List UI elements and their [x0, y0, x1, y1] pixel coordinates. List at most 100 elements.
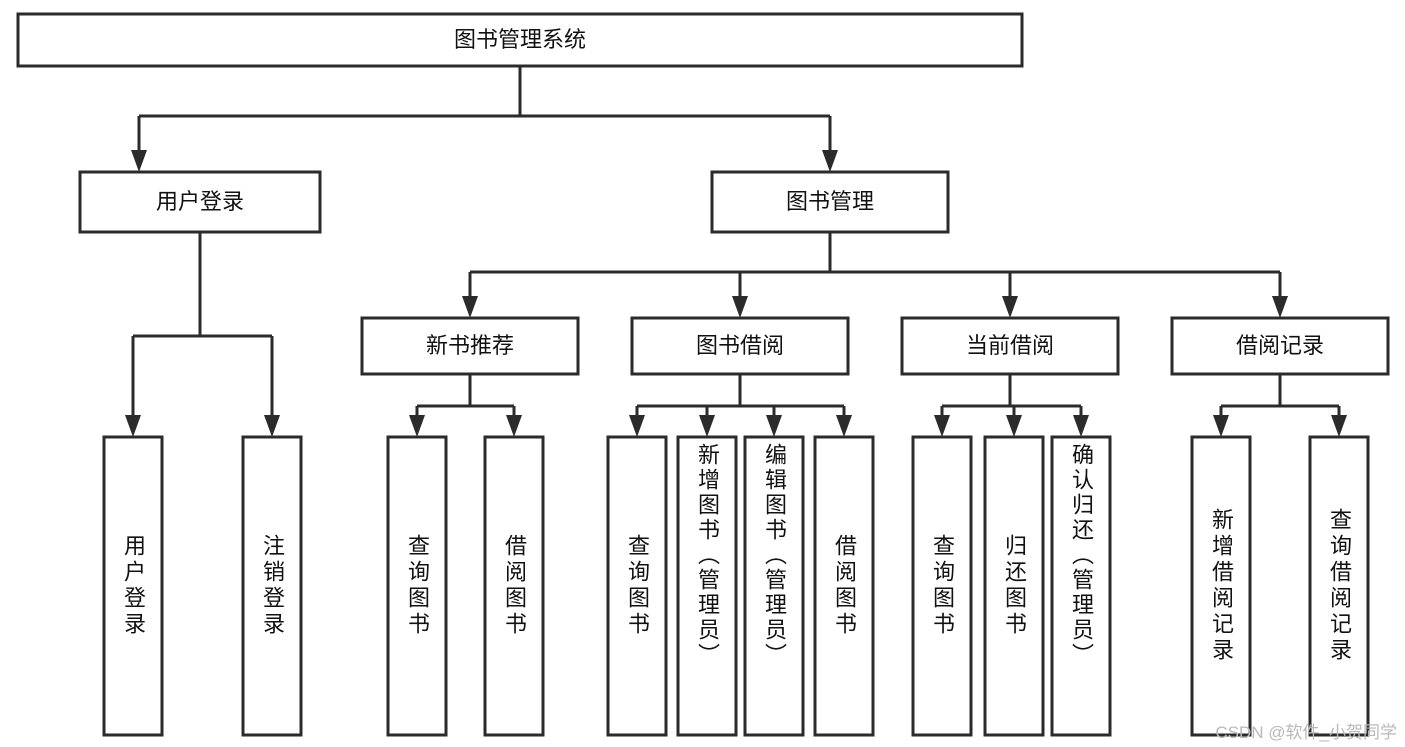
node-book-manage-box[interactable] [710, 170, 950, 234]
arrow-head-leaf-query-book-1 [409, 415, 425, 437]
node-leaf-borrow-book-1-box[interactable] [483, 435, 545, 737]
arrow-head-leaf-borrow-book-2 [836, 415, 852, 437]
arrow-head-leaf-query-book-2 [629, 415, 645, 437]
leaf-label-edit-book: 编辑图书（管理员） [762, 443, 787, 668]
edge-group-bookborrow-children [629, 374, 852, 437]
leaf-label-add-book-wrap: 新增图书（管理员） [678, 443, 736, 729]
leaf-label-borrow-book-2-wrap: 借阅图书 [815, 437, 873, 735]
node-book-manage[interactable]: 图书管理 [710, 170, 950, 234]
edge-group-currentborrow-children [934, 374, 1089, 437]
node-book-borrow[interactable]: 图书借阅 [630, 316, 850, 376]
node-leaf-user-login[interactable] [102, 435, 164, 737]
node-leaf-return-book-box[interactable] [983, 435, 1045, 737]
leaf-label-borrow-book-2: 借阅图书 [832, 534, 857, 638]
leaf-label-user-login-wrap: 用户登录 [104, 437, 162, 735]
node-root-box[interactable] [16, 12, 1024, 68]
leaf-label-return-book: 归还图书 [1002, 534, 1027, 638]
edge-group-borrowrecord-children [1213, 374, 1347, 437]
node-leaf-edit-book[interactable] [743, 435, 805, 737]
node-new-book-recommend-box[interactable] [360, 316, 580, 376]
leaf-label-add-record: 新增借阅记录 [1209, 508, 1234, 664]
arrow-head-book-borrow [732, 296, 748, 318]
node-new-book-recommend-label: 新书推荐 [426, 333, 514, 358]
leaf-label-return-book-wrap: 归还图书 [985, 437, 1043, 735]
node-leaf-add-book-box[interactable] [676, 435, 738, 737]
node-leaf-query-book-2-box[interactable] [606, 435, 668, 737]
node-leaf-query-book-2[interactable] [606, 435, 668, 737]
arrow-head-user-login [131, 150, 147, 172]
node-leaf-borrow-book-1[interactable] [483, 435, 545, 737]
node-user-login-label: 用户登录 [156, 189, 244, 214]
leaf-label-query-book-2: 查询图书 [625, 534, 650, 638]
node-root-label: 图书管理系统 [454, 27, 586, 52]
node-book-borrow-label: 图书借阅 [696, 333, 784, 358]
leaf-label-logout: 注销登录 [260, 534, 285, 638]
node-new-book-recommend[interactable]: 新书推荐 [360, 316, 580, 376]
leaf-label-confirm-return-wrap: 确认归还（管理员） [1052, 443, 1110, 729]
leaf-label-borrow-book-1-wrap: 借阅图书 [485, 437, 543, 735]
node-leaf-confirm-return-box[interactable] [1050, 435, 1112, 737]
node-current-borrow-label: 当前借阅 [966, 333, 1054, 358]
edge-group-root-to-level2 [131, 66, 838, 172]
arrow-head-leaf-edit-book [766, 415, 782, 437]
leaf-label-query-record: 查询借阅记录 [1327, 508, 1352, 664]
leaf-label-add-book: 新增图书（管理员） [695, 443, 720, 668]
node-leaf-edit-book-box[interactable] [743, 435, 805, 737]
node-leaf-logout[interactable] [241, 435, 303, 737]
arrow-head-leaf-add-book [699, 415, 715, 437]
arrow-head-borrow-record [1272, 296, 1288, 318]
leaf-label-query-book-1: 查询图书 [405, 534, 430, 638]
leaf-label-user-login: 用户登录 [121, 534, 146, 638]
node-user-login[interactable]: 用户登录 [78, 170, 322, 234]
leaf-label-edit-book-wrap: 编辑图书（管理员） [745, 443, 803, 729]
leaf-label-logout-wrap: 注销登录 [243, 437, 301, 735]
node-current-borrow[interactable]: 当前借阅 [900, 316, 1120, 376]
node-leaf-logout-box[interactable] [241, 435, 303, 737]
node-root[interactable]: 图书管理系统 [16, 12, 1024, 68]
arrow-head-leaf-confirm-return [1073, 415, 1089, 437]
node-user-login-box[interactable] [78, 170, 322, 234]
node-borrow-record[interactable]: 借阅记录 [1170, 316, 1390, 376]
arrow-head-leaf-logout [264, 415, 280, 437]
leaf-label-query-book-3: 查询图书 [930, 534, 955, 638]
edge-group-bookmanage-children [462, 232, 1288, 318]
node-book-borrow-box[interactable] [630, 316, 850, 376]
node-borrow-record-box[interactable] [1170, 316, 1390, 376]
arrow-head-new-book-rec [462, 296, 478, 318]
node-leaf-query-book-3[interactable] [911, 435, 973, 737]
node-leaf-user-login-box[interactable] [102, 435, 164, 737]
node-current-borrow-box[interactable] [900, 316, 1120, 376]
edge-group-newbook-children [409, 374, 522, 437]
leaf-label-query-book-3-wrap: 查询图书 [913, 437, 971, 735]
leaf-label-borrow-book-1: 借阅图书 [502, 534, 527, 638]
node-leaf-borrow-book-2[interactable] [813, 435, 875, 737]
node-leaf-query-book-3-box[interactable] [911, 435, 973, 737]
leaf-label-query-record-wrap: 查询借阅记录 [1310, 437, 1368, 735]
node-leaf-query-book-1-box[interactable] [386, 435, 448, 737]
node-leaf-confirm-return[interactable] [1050, 435, 1112, 737]
node-leaf-query-book-1[interactable] [386, 435, 448, 737]
edge-group-userlogin-children [125, 232, 280, 437]
leaf-label-add-record-wrap: 新增借阅记录 [1192, 437, 1250, 735]
node-leaf-add-record-box[interactable] [1190, 435, 1252, 737]
node-book-manage-label: 图书管理 [786, 189, 874, 214]
arrow-head-leaf-return-book [1006, 415, 1022, 437]
leaf-label-query-book-1-wrap: 查询图书 [388, 437, 446, 735]
arrow-head-leaf-add-record [1213, 415, 1229, 437]
node-borrow-record-label: 借阅记录 [1236, 333, 1324, 358]
node-leaf-add-record[interactable] [1190, 435, 1252, 737]
node-leaf-borrow-book-2-box[interactable] [813, 435, 875, 737]
leaf-label-query-book-2-wrap: 查询图书 [608, 437, 666, 735]
arrow-head-book-manage [822, 150, 838, 172]
arrow-head-current-borrow [1002, 296, 1018, 318]
arrow-head-leaf-user-login [125, 415, 141, 437]
node-leaf-return-book[interactable] [983, 435, 1045, 737]
node-leaf-query-record-box[interactable] [1308, 435, 1370, 737]
node-leaf-query-record[interactable] [1308, 435, 1370, 737]
arrow-head-leaf-borrow-book-1 [506, 415, 522, 437]
leaf-label-confirm-return: 确认归还（管理员） [1069, 443, 1094, 668]
node-leaf-add-book[interactable] [676, 435, 738, 737]
arrow-head-leaf-query-record [1331, 415, 1347, 437]
